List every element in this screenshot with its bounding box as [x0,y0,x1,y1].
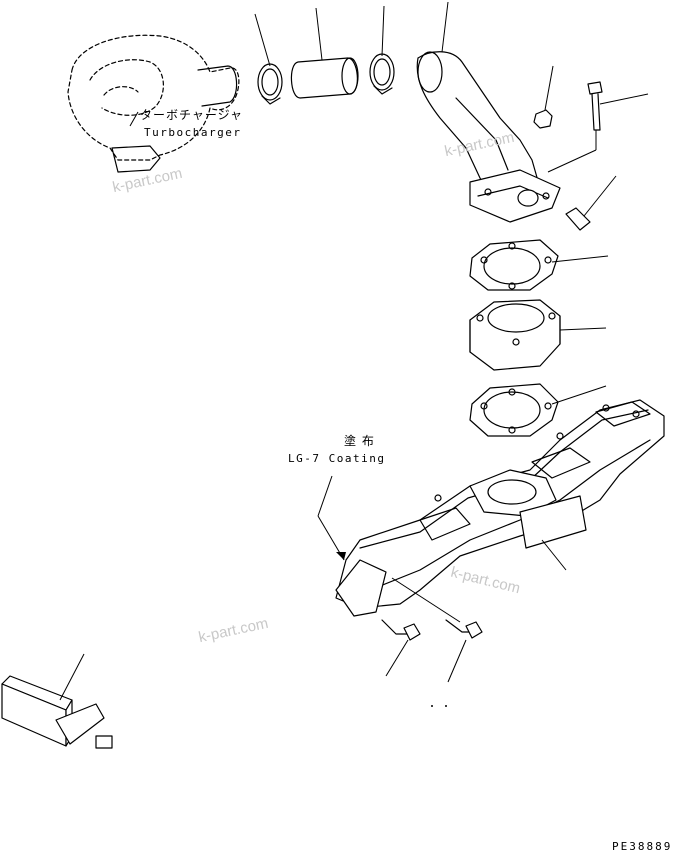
gasket-2 [470,384,606,436]
reference-dots [431,705,447,707]
hose-clamp-1 [255,14,282,104]
sensor [566,176,616,230]
turbocharger-label-jp: ターボチャージャ [140,108,244,122]
outlet-flange [470,170,560,222]
hose [291,8,358,98]
turbocharger-label-en: Turbocharger [144,126,242,139]
elbow-connector [417,2,540,200]
coating-label-en: LG-7 Coating [288,452,386,465]
gasket-1 [470,240,608,290]
mounting-bolt-1 [382,620,420,676]
coating-leader [318,476,346,560]
hose-clamp-2 [370,6,394,94]
plug [534,66,553,128]
spacer [470,300,606,370]
turbocharger [68,35,239,172]
figure-id: PE38889 [612,840,673,853]
long-bolt [548,82,648,172]
mounting-bolt-2 [392,578,482,682]
coating-label-jp: 塗 布 [344,434,375,448]
exhaust-manifold [336,400,664,616]
tool-sleeve [2,654,112,748]
